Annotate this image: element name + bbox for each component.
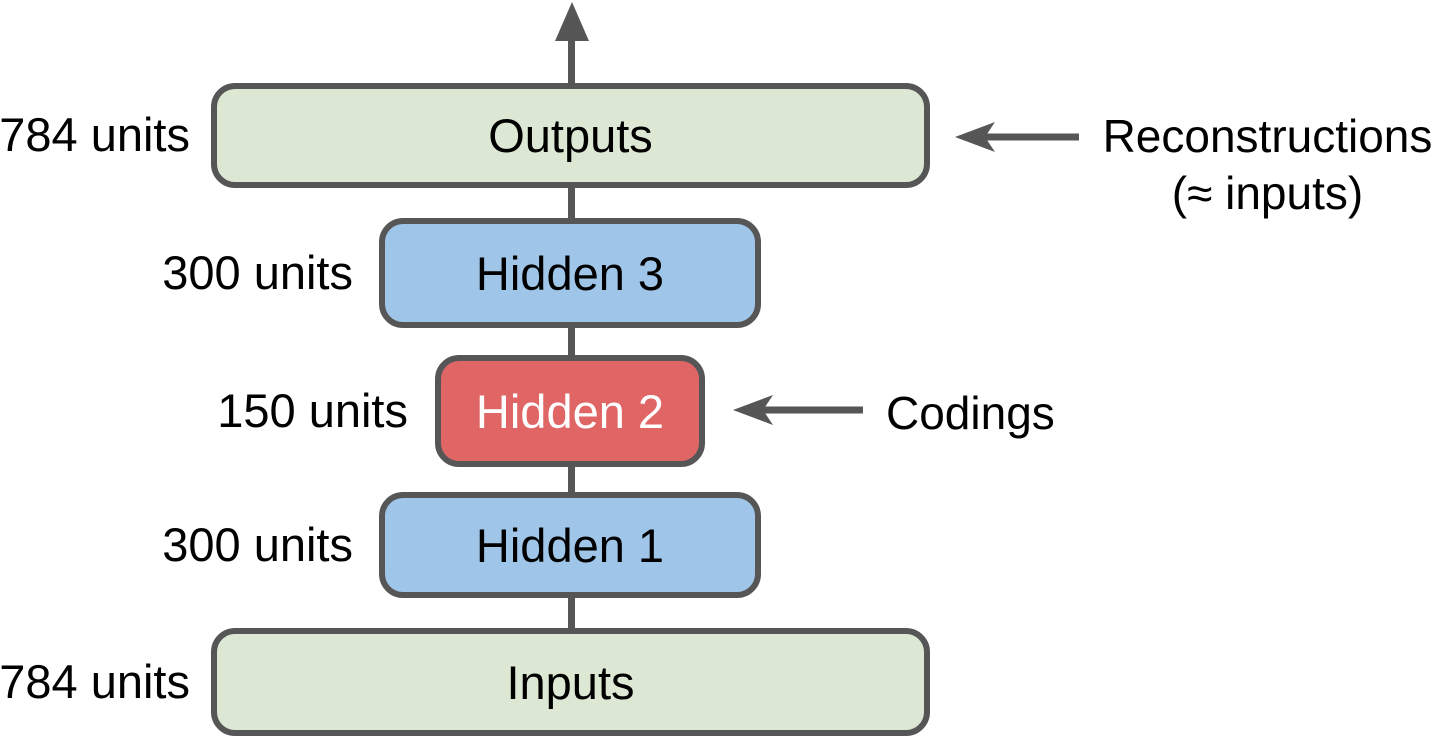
reconstructions-arrow-icon (955, 122, 1079, 152)
layer-label-hidden3: Hidden 3 (475, 246, 665, 300)
layer-box-hidden1: Hidden 1 (379, 492, 761, 598)
reconstructions-label-line1: Reconstructions (1102, 110, 1433, 162)
codings-label: Codings (886, 387, 1055, 439)
layer-box-inputs: Inputs (211, 628, 930, 736)
layer-label-hidden1: Hidden 1 (475, 518, 665, 572)
layer-box-outputs: Outputs (211, 83, 930, 188)
layer-label-inputs: Inputs (506, 655, 635, 709)
output-up-arrow-icon (555, 2, 589, 41)
units-label-hidden2: 150 units (217, 384, 408, 437)
layer-box-hidden3: Hidden 3 (379, 218, 761, 328)
layer-label-outputs: Outputs (488, 109, 653, 162)
reconstructions-label-line2: (≈ inputs) (1171, 167, 1364, 219)
layer-box-hidden2: Hidden 2 (435, 355, 705, 467)
units-label-outputs: 784 units (0, 108, 190, 161)
units-label-hidden3: 300 units (162, 246, 353, 299)
layer-label-hidden2: Hidden 2 (475, 384, 665, 438)
units-label-inputs: 784 units (0, 655, 190, 708)
units-label-hidden1: 300 units (162, 518, 353, 571)
reconstructions-label: Reconstructions (≈ inputs) (1090, 108, 1440, 222)
codings-arrow-icon (733, 395, 863, 425)
